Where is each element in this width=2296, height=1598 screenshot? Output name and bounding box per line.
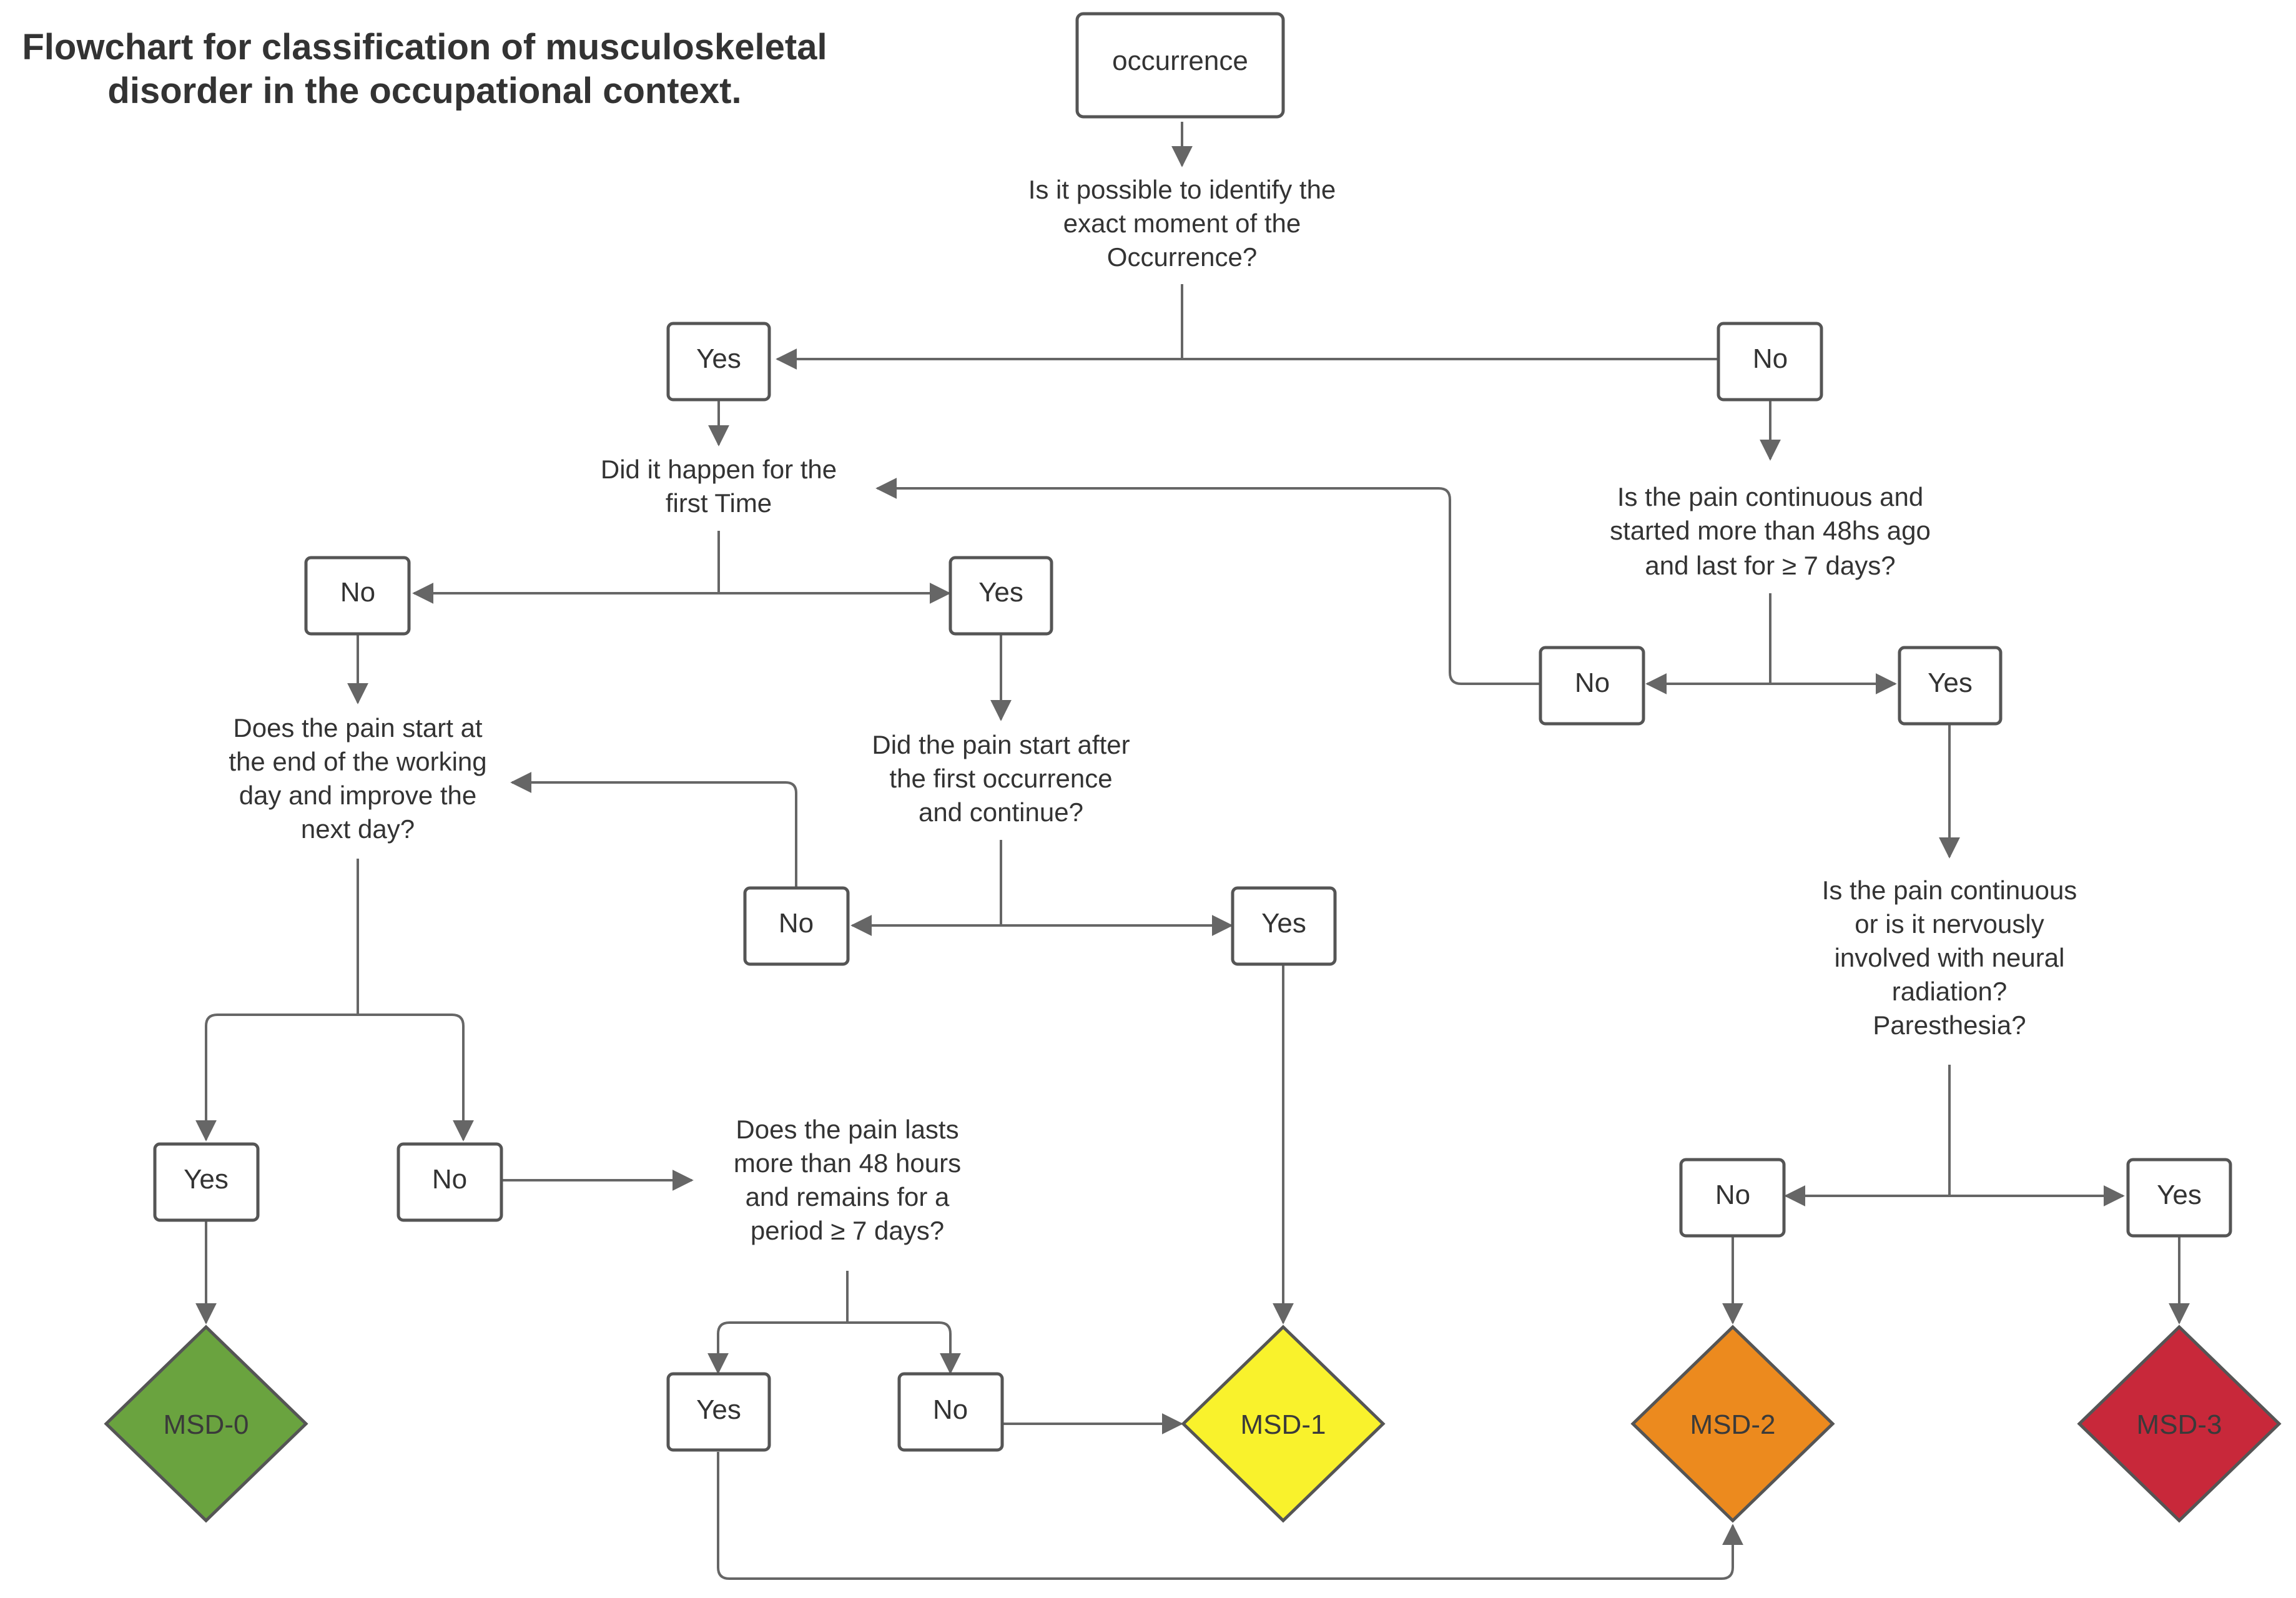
outcome-msd3-diamond	[2077, 1324, 2282, 1523]
yes-node-6-label: Yes	[1928, 668, 1973, 698]
outcome-msd3-label: MSD-3	[2137, 1409, 2222, 1440]
question-nervous: Is the pain continuous or is it nervousl…	[1822, 875, 2077, 1040]
question-end-of-day: Does the pain start at the end of the wo…	[229, 713, 486, 844]
no-node-5: No	[897, 1372, 1004, 1452]
no-node-6: No	[1539, 646, 1645, 726]
connector-q-end-of-day-to-no	[358, 1014, 474, 1142]
yes-node-4-label: Yes	[184, 1164, 229, 1195]
yes-node-2: Yes	[948, 556, 1053, 636]
chart-title-line-2: disorder in the occupational context.	[107, 71, 741, 111]
no-node-3: No	[743, 886, 850, 966]
no-node-1: No	[1717, 322, 1823, 402]
outcome-msd1-diamond	[1181, 1324, 1386, 1523]
question-moment-line-1: Is it possible to identify the	[1028, 175, 1336, 204]
question-moment-line-2: exact moment of the	[1063, 209, 1301, 238]
question-lasts-line-3: and remains for a	[746, 1182, 950, 1211]
question-moment: Is it possible to identify the exact mom…	[1028, 175, 1336, 272]
question-after-first: Did the pain start after the first occur…	[872, 730, 1130, 827]
no-node-4-label: No	[432, 1164, 467, 1195]
question-nervous-line-3: involved with neural	[1835, 943, 2065, 972]
no-node-4: No	[397, 1142, 503, 1222]
yes-node-3: Yes	[1231, 886, 1337, 966]
yes-node-7: Yes	[2126, 1158, 2232, 1238]
connector-q-end-of-day-to-yes	[195, 1014, 358, 1142]
question-after-first-line-3: and continue?	[919, 797, 1083, 827]
question-nervous-line-1: Is the pain continuous	[1822, 875, 2077, 905]
connector-no6-to-q-first-time	[875, 478, 1539, 685]
start-label: occurrence	[1112, 46, 1248, 76]
no-node-5-label: No	[933, 1394, 968, 1425]
connector-q-lasts-to-no	[847, 1321, 961, 1374]
yes-node-2-label: Yes	[978, 577, 1023, 608]
outcome-msd1: MSD-1	[1181, 1324, 1386, 1523]
no-node-2: No	[304, 556, 411, 636]
question-after-first-line-1: Did the pain start after	[872, 730, 1130, 759]
outcome-msd3: MSD-3	[2077, 1324, 2282, 1523]
yes-node-1-label: Yes	[696, 343, 741, 374]
start-box	[1075, 12, 1285, 119]
question-end-of-day-line-3: day and improve the	[239, 781, 477, 810]
yes-node-3-label: Yes	[1261, 908, 1306, 939]
yes-node-6: Yes	[1898, 646, 2003, 726]
question-continuous-line-3: and last for ≥ 7 days?	[1645, 551, 1895, 580]
question-lasts-line-4: period ≥ 7 days?	[751, 1216, 944, 1245]
question-first-time-line-2: first Time	[666, 488, 772, 518]
question-continuous-line-1: Is the pain continuous and	[1617, 482, 1923, 511]
yes-node-7-label: Yes	[2157, 1180, 2202, 1210]
outcome-msd2: MSD-2	[1630, 1324, 1835, 1523]
question-after-first-line-2: the first occurrence	[889, 764, 1112, 793]
connector-no3-to-q-end-of-day	[510, 772, 797, 887]
outcome-msd1-label: MSD-1	[1241, 1409, 1326, 1440]
yes-node-5: Yes	[666, 1372, 771, 1452]
question-nervous-line-4: radiation?	[1892, 977, 2007, 1006]
question-continuous-line-2: started more than 48hs ago	[1610, 516, 1931, 545]
outcome-msd0-label: MSD-0	[164, 1409, 249, 1440]
question-lasts-line-1: Does the pain lasts	[736, 1115, 958, 1144]
yes-node-5-label: Yes	[696, 1394, 741, 1425]
question-first-time-line-1: Did it happen for the	[601, 455, 837, 484]
outcome-msd2-diamond	[1630, 1324, 1835, 1523]
no-node-7: No	[1679, 1158, 1786, 1238]
question-end-of-day-line-2: the end of the working	[229, 747, 486, 776]
question-lasts: Does the pain lasts more than 48 hours a…	[734, 1115, 961, 1245]
chart-title-line-1: Flowchart for classification of musculos…	[22, 27, 827, 67]
question-end-of-day-line-4: next day?	[301, 814, 415, 844]
no-node-6-label: No	[1575, 668, 1610, 698]
question-first-time: Did it happen for the first Time	[601, 455, 837, 518]
start-node: occurrence	[1075, 12, 1285, 119]
yes-node-1: Yes	[666, 322, 771, 402]
question-continuous: Is the pain continuous and started more …	[1610, 482, 1931, 580]
outcome-msd0: MSD-0	[104, 1324, 308, 1523]
connector-q-lasts-to-yes	[707, 1321, 847, 1374]
question-lasts-line-2: more than 48 hours	[734, 1148, 961, 1178]
outcome-msd0-diamond	[104, 1324, 308, 1523]
connectors	[195, 122, 2190, 1580]
question-nervous-line-2: or is it nervously	[1855, 909, 2044, 939]
question-nervous-line-5: Paresthesia?	[1873, 1010, 2026, 1040]
question-end-of-day-line-1: Does the pain start at	[233, 713, 483, 742]
no-node-7-label: No	[1715, 1180, 1750, 1210]
no-node-2-label: No	[340, 577, 375, 608]
connector-yes5-to-msd2	[717, 1452, 1743, 1580]
yes-node-4: Yes	[153, 1142, 260, 1222]
outcome-msd2-label: MSD-2	[1690, 1409, 1776, 1440]
no-node-1-label: No	[1753, 343, 1788, 374]
no-node-3-label: No	[779, 908, 814, 939]
connector-q-moment-to-yes	[776, 284, 1183, 370]
question-moment-line-3: Occurrence?	[1107, 242, 1257, 272]
